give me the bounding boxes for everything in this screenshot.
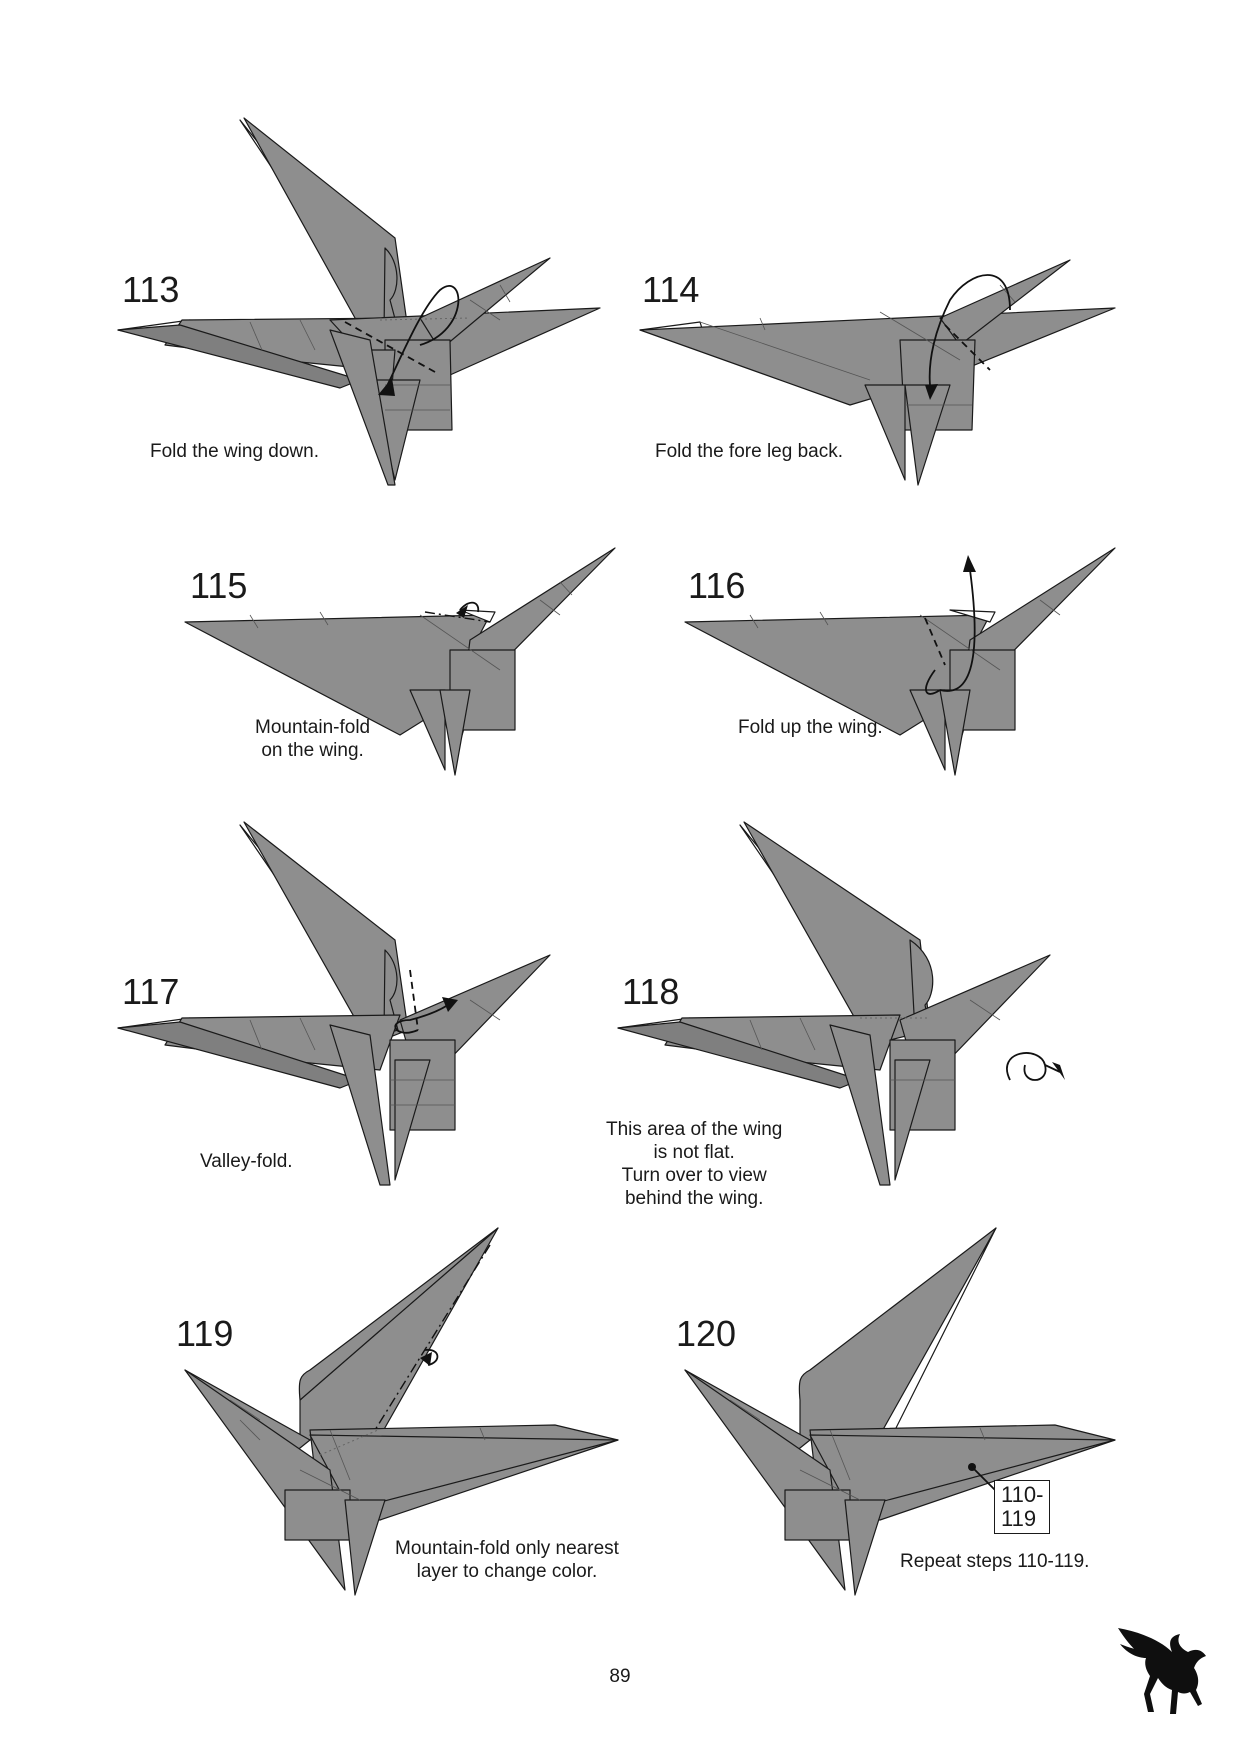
page-number: 89 [0, 1666, 1240, 1688]
step-120-diagram [0, 0, 1240, 1620]
reference-box: 110-119 [994, 1480, 1050, 1534]
step-120-model [685, 1228, 1115, 1595]
step-number: 120 [676, 1316, 736, 1352]
pegasus-silhouette-icon [1110, 1618, 1220, 1733]
step-caption: Repeat steps 110-119. [900, 1550, 1089, 1573]
